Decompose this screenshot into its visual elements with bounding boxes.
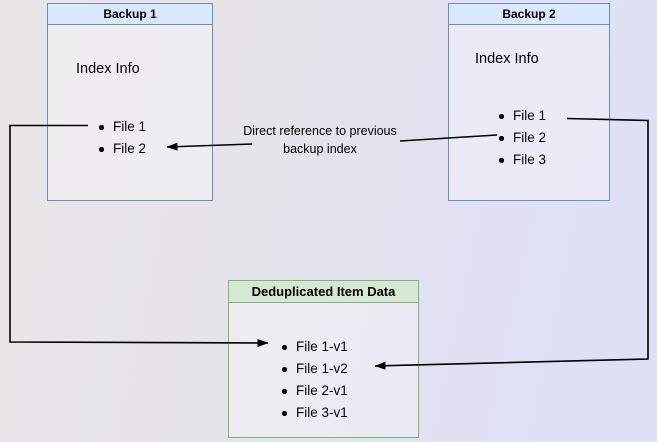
direct-reference-annotation: Direct reference to previous backup inde… [243, 124, 397, 156]
dedup-title: Deduplicated Item Data [251, 284, 396, 299]
list-item: File 2 [499, 127, 546, 149]
backup1-box: Backup 1 Index Info File 1 File 2 [47, 3, 213, 201]
list-item: File 1 [499, 105, 546, 127]
list-item: File 1-v2 [282, 358, 348, 380]
list-item: File 2-v1 [282, 380, 348, 402]
backup2-file-list: File 1 File 2 File 3 [499, 105, 546, 171]
backup2-box: Backup 2 Index Info File 1 File 2 File 3 [448, 3, 610, 201]
backup2-title: Backup 2 [502, 7, 556, 21]
list-item: File 2 [99, 138, 146, 160]
dedup-box: Deduplicated Item Data File 1-v1 File 1-… [228, 280, 419, 438]
backup1-index-info-label: Index Info [76, 61, 140, 77]
backup1-header: Backup 1 [48, 4, 212, 25]
dedup-header: Deduplicated Item Data [229, 281, 418, 303]
backup2-header: Backup 2 [449, 4, 609, 25]
backup1-file-list: File 1 File 2 [99, 116, 146, 160]
list-item: File 3 [499, 149, 546, 171]
dedup-file-list: File 1-v1 File 1-v2 File 2-v1 File 3-v1 [282, 336, 348, 424]
backup1-title: Backup 1 [103, 7, 157, 21]
list-item: File 1 [99, 116, 146, 138]
backup2-index-info-label: Index Info [475, 51, 539, 67]
list-item: File 1-v1 [282, 336, 348, 358]
list-item: File 3-v1 [282, 402, 348, 424]
